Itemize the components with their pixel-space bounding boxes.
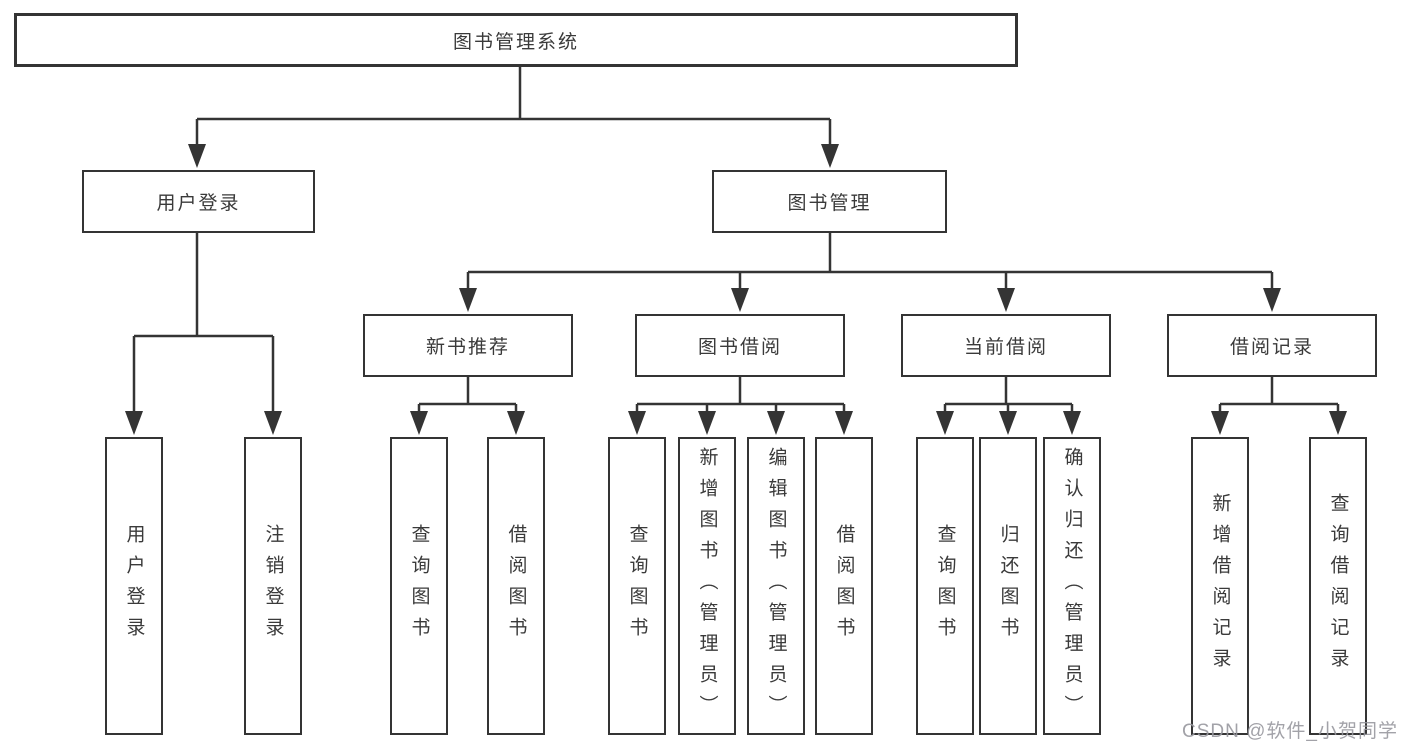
leaf-query-books-recommend: 查询图书 [390, 437, 448, 735]
leaf-add-borrow-record-label: 新增借阅记录 [1209, 493, 1231, 679]
node-current-borrow-label: 当前借阅 [963, 337, 1048, 358]
leaf-edit-book-admin-label: 编辑图书（管理员） [765, 446, 787, 726]
leaf-borrow-books-label: 借阅图书 [833, 524, 855, 648]
node-root: 图书管理系统 [14, 13, 1018, 67]
node-book-borrow: 图书借阅 [635, 314, 845, 377]
leaf-query-borrow-record-label: 查询借阅记录 [1327, 493, 1349, 679]
node-book-management: 图书管理 [712, 170, 947, 233]
leaf-confirm-return-admin: 确认归还（管理员） [1043, 437, 1101, 735]
leaf-borrow-books: 借阅图书 [815, 437, 873, 735]
node-root-label: 图书管理系统 [452, 31, 579, 53]
node-current-borrow: 当前借阅 [901, 314, 1111, 377]
leaf-edit-book-admin: 编辑图书（管理员） [747, 437, 805, 735]
leaf-query-books-borrow-label: 查询图书 [626, 524, 648, 648]
csdn-watermark: CSDN @软件_小贺同学 [1182, 721, 1398, 742]
leaf-user-login-label: 用户登录 [123, 524, 145, 648]
node-borrow-records-label: 借阅记录 [1229, 337, 1314, 358]
leaf-return-books: 归还图书 [979, 437, 1037, 735]
node-new-book-recommend: 新书推荐 [363, 314, 573, 377]
leaf-borrow-books-recommend-label: 借阅图书 [505, 524, 527, 648]
node-book-borrow-label: 图书借阅 [697, 337, 782, 358]
node-book-management-label: 图书管理 [787, 193, 872, 214]
arrow-down-icons [125, 144, 1347, 435]
leaf-add-borrow-record: 新增借阅记录 [1191, 437, 1249, 735]
node-user-login: 用户登录 [82, 170, 315, 233]
leaf-query-books-current: 查询图书 [916, 437, 974, 735]
leaf-logout-label: 注销登录 [262, 524, 284, 648]
leaf-user-login: 用户登录 [105, 437, 163, 735]
leaf-confirm-return-admin-label: 确认归还（管理员） [1061, 446, 1083, 726]
leaf-query-books-current-label: 查询图书 [934, 524, 956, 648]
leaf-borrow-books-recommend: 借阅图书 [487, 437, 545, 735]
leaf-add-book-admin-label: 新增图书（管理员） [696, 446, 718, 726]
leaf-query-books-borrow: 查询图书 [608, 437, 666, 735]
leaf-add-book-admin: 新增图书（管理员） [678, 437, 736, 735]
node-borrow-records: 借阅记录 [1167, 314, 1377, 377]
node-user-login-label: 用户登录 [156, 193, 241, 214]
node-new-book-recommend-label: 新书推荐 [425, 337, 510, 358]
leaf-query-borrow-record: 查询借阅记录 [1309, 437, 1367, 735]
leaf-return-books-label: 归还图书 [997, 524, 1019, 648]
leaf-query-books-recommend-label: 查询图书 [408, 524, 430, 648]
leaf-logout: 注销登录 [244, 437, 302, 735]
